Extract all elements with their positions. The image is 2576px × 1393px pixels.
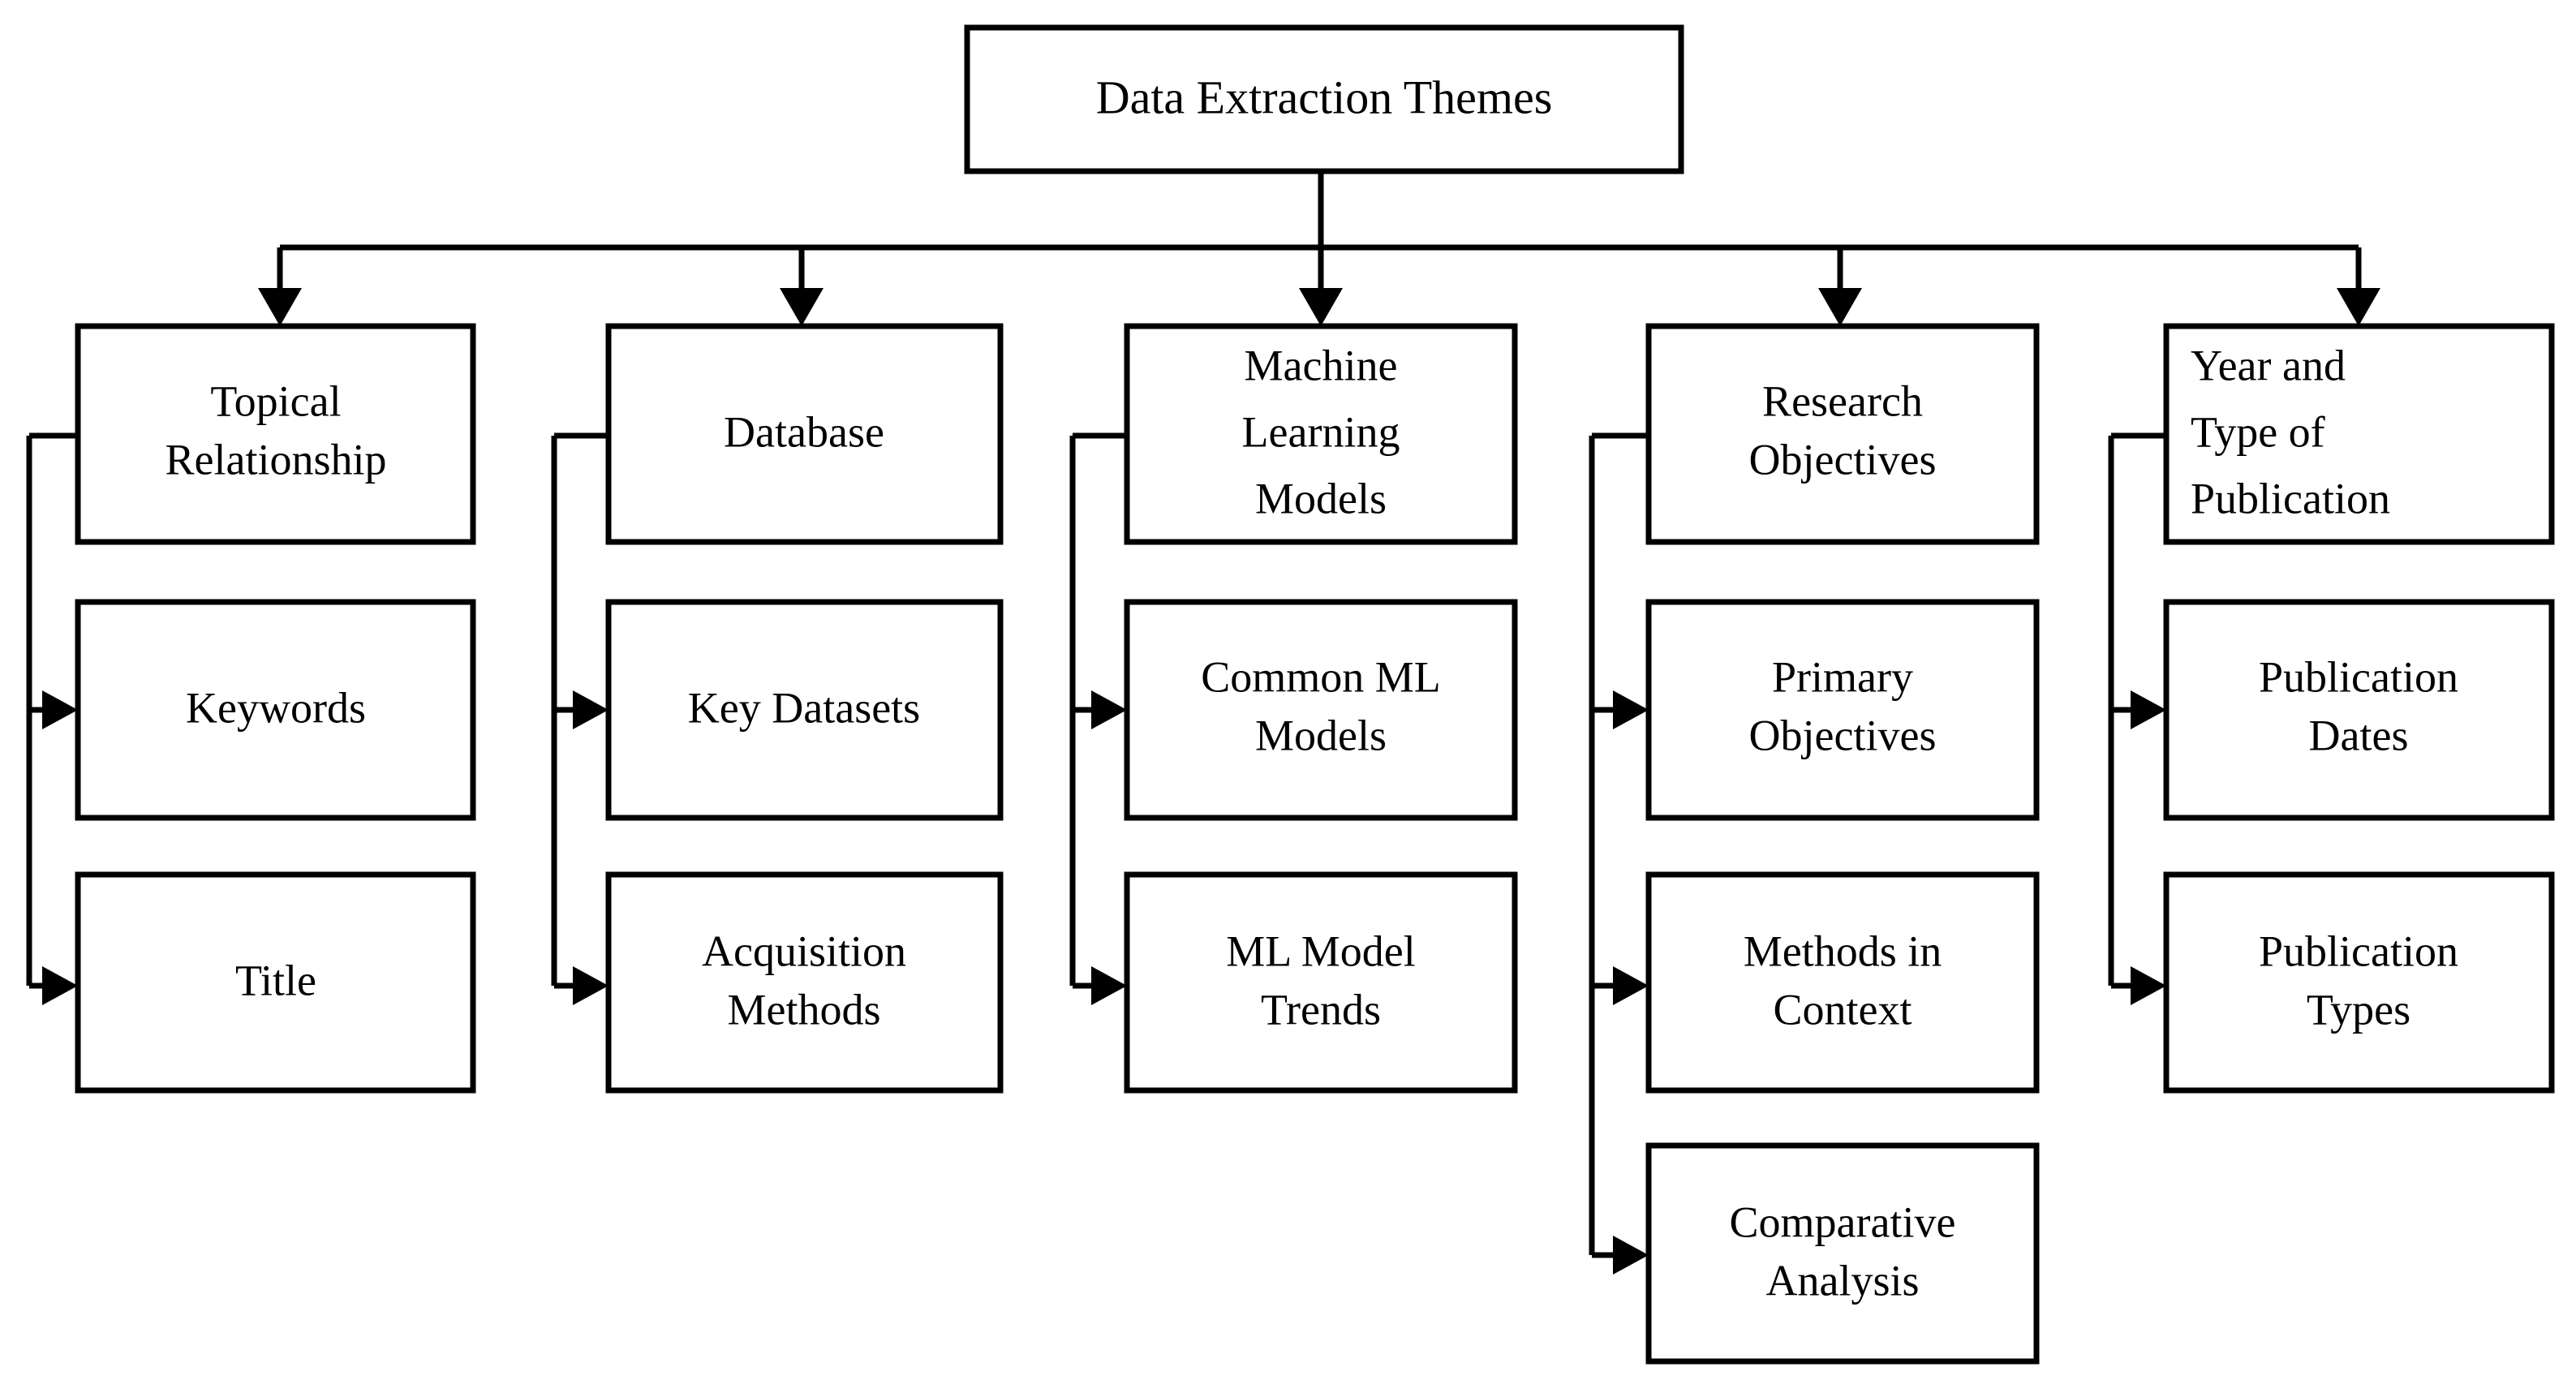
column-machine-learning-models: Machine Learning Models Common ML Models…	[1069, 323, 1518, 1094]
bus-drop-arrow-4	[1818, 288, 1862, 326]
node-acquisition-methods-box[interactable]	[605, 871, 1004, 1094]
node-acquisition-methods-label-line-2: Methods	[728, 985, 881, 1034]
node-comparative-analysis[interactable]: Comparative Analysis	[1645, 1142, 2040, 1365]
col-3-branch-arrow-2	[1091, 966, 1127, 1005]
node-year-and-type-of-publication[interactable]: Year and Type of Publication	[2163, 323, 2555, 545]
node-methods-in-context[interactable]: Methods in Context	[1645, 871, 2040, 1094]
column-year-and-type-of-publication: Year and Type of Publication Publication…	[2108, 323, 2555, 1094]
node-keywords[interactable]: Keywords	[75, 599, 476, 821]
node-ml-model-trends-label-line-1: ML Model	[1226, 927, 1415, 975]
col-3-branch-arrow-1	[1091, 690, 1127, 729]
node-ml-model-trends-label-line-2: Trends	[1261, 985, 1381, 1034]
node-title[interactable]: Title	[75, 871, 476, 1094]
node-common-ml-models[interactable]: Common ML Models	[1124, 599, 1518, 821]
node-research-objectives-box[interactable]	[1645, 323, 2040, 545]
node-methods-in-context-box[interactable]	[1645, 871, 2040, 1094]
col-1-branch-arrow-2	[42, 966, 78, 1005]
bus-drop-arrow-2	[780, 288, 824, 326]
node-database[interactable]: Database	[605, 323, 1004, 545]
node-primary-objectives[interactable]: Primary Objectives	[1645, 599, 2040, 821]
column-2-connector-rail	[551, 432, 609, 1005]
node-title-label: Title	[235, 956, 316, 1004]
node-research-objectives-label-line-1: Research	[1762, 376, 1923, 425]
node-research-objectives-label-line-2: Objectives	[1749, 435, 1937, 484]
node-ml-model-trends[interactable]: ML Model Trends	[1124, 871, 1518, 1094]
node-machine-learning-models-label-line-1: Machine	[1245, 341, 1398, 389]
col-5-branch-arrow-1	[2131, 690, 2166, 729]
node-publication-dates-label-line-1: Publication	[2259, 652, 2458, 701]
node-publication-types-box[interactable]	[2163, 871, 2555, 1094]
node-database-label: Database	[724, 407, 884, 456]
node-topical-relationship-label-line-1: Topical	[210, 376, 341, 425]
node-publication-dates[interactable]: Publication Dates	[2163, 599, 2555, 821]
node-ml-model-trends-box[interactable]	[1124, 871, 1518, 1094]
node-common-ml-models-label-line-1: Common ML	[1201, 652, 1441, 701]
col-2-branch-arrow-2	[573, 966, 609, 1005]
col-4-branch-arrow-3	[1613, 1236, 1649, 1275]
node-research-objectives[interactable]: Research Objectives	[1645, 323, 2040, 545]
node-year-and-type-of-publication-label-line-2: Type of	[2191, 407, 2325, 456]
root-node-box[interactable]	[964, 24, 1684, 174]
node-comparative-analysis-label-line-2: Analysis	[1766, 1256, 1920, 1305]
node-publication-types-label-line-1: Publication	[2259, 927, 2458, 975]
node-comparative-analysis-box[interactable]	[1645, 1142, 2040, 1365]
node-keywords-box[interactable]	[75, 599, 476, 821]
column-5-connector-rail	[2108, 432, 2166, 1005]
node-topical-relationship-box[interactable]	[75, 323, 476, 545]
col-4-branch-arrow-1	[1613, 690, 1649, 729]
node-acquisition-methods-label-line-1: Acquisition	[702, 927, 906, 975]
node-year-and-type-of-publication-box[interactable]	[2163, 323, 2555, 545]
node-topical-relationship[interactable]: Topical Relationship	[75, 323, 476, 545]
column-topical-relationship: Topical Relationship Keywords Title	[26, 323, 476, 1094]
column-1-connector-rail	[26, 432, 78, 1005]
node-machine-learning-models[interactable]: Machine Learning Models	[1124, 323, 1518, 545]
node-machine-learning-models-box[interactable]	[1124, 323, 1518, 545]
node-key-datasets-label: Key Datasets	[688, 683, 920, 732]
col-1-branch-arrow-1	[42, 690, 78, 729]
node-key-datasets-box[interactable]	[605, 599, 1004, 821]
node-key-datasets[interactable]: Key Datasets	[605, 599, 1004, 821]
column-4-connector-rail	[1589, 432, 1649, 1275]
node-title-box[interactable]	[75, 871, 476, 1094]
column-3-connector-rail	[1069, 432, 1127, 1005]
node-year-and-type-of-publication-label-line-1: Year and	[2191, 341, 2346, 389]
node-machine-learning-models-label-line-2: Learning	[1242, 407, 1400, 456]
node-machine-learning-models-label-line-3: Models	[1255, 474, 1387, 522]
node-publication-types-label-line-2: Types	[2307, 985, 2410, 1034]
node-publication-types[interactable]: Publication Types	[2163, 871, 2555, 1094]
col-2-branch-arrow-1	[573, 690, 609, 729]
node-keywords-label: Keywords	[186, 683, 366, 732]
node-methods-in-context-label-line-1: Methods in	[1744, 927, 1942, 975]
col-4-branch-arrow-2	[1613, 966, 1649, 1005]
node-primary-objectives-label-line-2: Objectives	[1749, 711, 1937, 759]
col-5-branch-arrow-2	[2131, 966, 2166, 1005]
node-acquisition-methods[interactable]: Acquisition Methods	[605, 871, 1004, 1094]
node-primary-objectives-box[interactable]	[1645, 599, 2040, 821]
root-node[interactable]: Data Extraction Themes	[964, 24, 1684, 174]
node-common-ml-models-box[interactable]	[1124, 599, 1518, 821]
column-research-objectives: Research Objectives Primary Objectives M…	[1589, 323, 2040, 1365]
bus-drop-arrow-5	[2337, 288, 2380, 326]
node-common-ml-models-label-line-2: Models	[1255, 711, 1387, 759]
node-primary-objectives-label-line-1: Primary	[1772, 652, 1913, 701]
bus-drop-arrow-1	[258, 288, 302, 326]
node-topical-relationship-label-line-2: Relationship	[166, 435, 387, 484]
node-methods-in-context-label-line-2: Context	[1774, 985, 1912, 1034]
node-publication-dates-box[interactable]	[2163, 599, 2555, 821]
root-node-label: Data Extraction Themes	[1096, 71, 1553, 123]
node-comparative-analysis-label-line-1: Comparative	[1730, 1197, 1956, 1246]
top-distribution-bus	[258, 171, 2380, 326]
column-database: Database Key Datasets Acquisition Method…	[551, 323, 1004, 1094]
node-year-and-type-of-publication-label-line-3: Publication	[2191, 474, 2390, 522]
node-publication-dates-label-line-2: Dates	[2309, 711, 2409, 759]
bus-drop-arrow-3	[1299, 288, 1343, 326]
node-database-box[interactable]	[605, 323, 1004, 545]
